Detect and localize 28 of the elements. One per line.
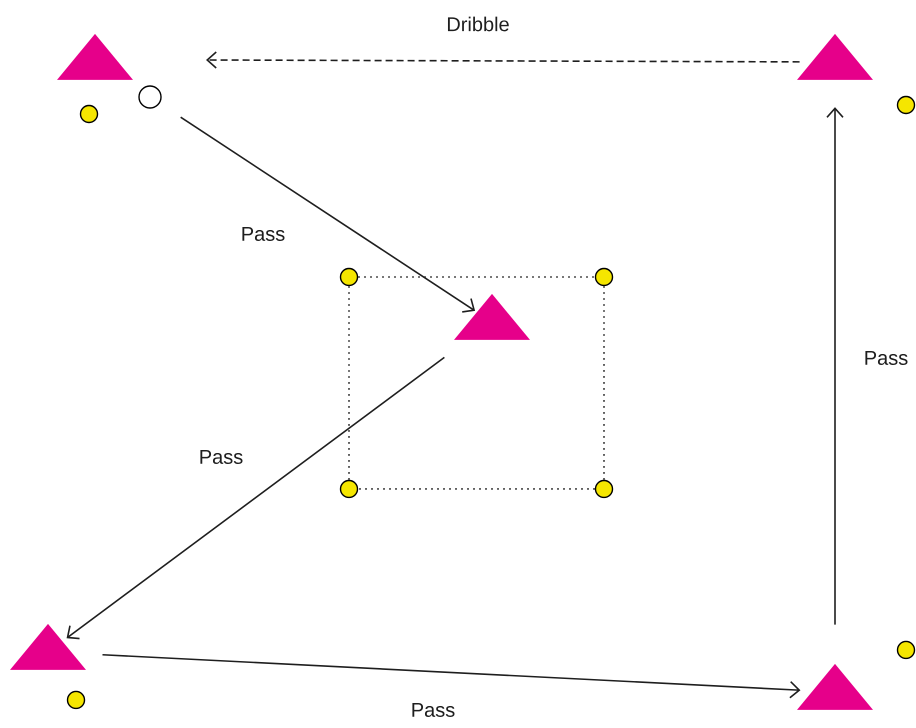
player-triangle [10, 624, 86, 670]
arrow [180, 116, 476, 313]
arrow [66, 356, 445, 640]
dotted-line [358, 276, 595, 278]
dotted-line [603, 286, 605, 480]
edge-label: Pass [196, 448, 246, 466]
cone [340, 268, 358, 286]
player-triangle [57, 34, 133, 80]
dotted-line [348, 286, 350, 480]
player-triangle [797, 34, 873, 80]
ball [138, 85, 162, 109]
cone [896, 640, 916, 660]
edge-label: Dribble [444, 14, 512, 34]
cone [896, 96, 916, 114]
cone [66, 690, 86, 710]
edge-label: Pass [238, 225, 288, 243]
cone [594, 268, 614, 286]
dotted-line [358, 488, 595, 490]
player-triangle [454, 294, 530, 340]
edge-label: Pass [862, 349, 910, 367]
arrow [826, 107, 844, 625]
arrow [102, 654, 800, 698]
cone [340, 480, 358, 498]
edge-label: Pass [408, 701, 458, 719]
cone [594, 480, 614, 498]
dashed-arrow [206, 51, 800, 69]
player-triangle [797, 664, 873, 710]
cone [80, 104, 98, 124]
